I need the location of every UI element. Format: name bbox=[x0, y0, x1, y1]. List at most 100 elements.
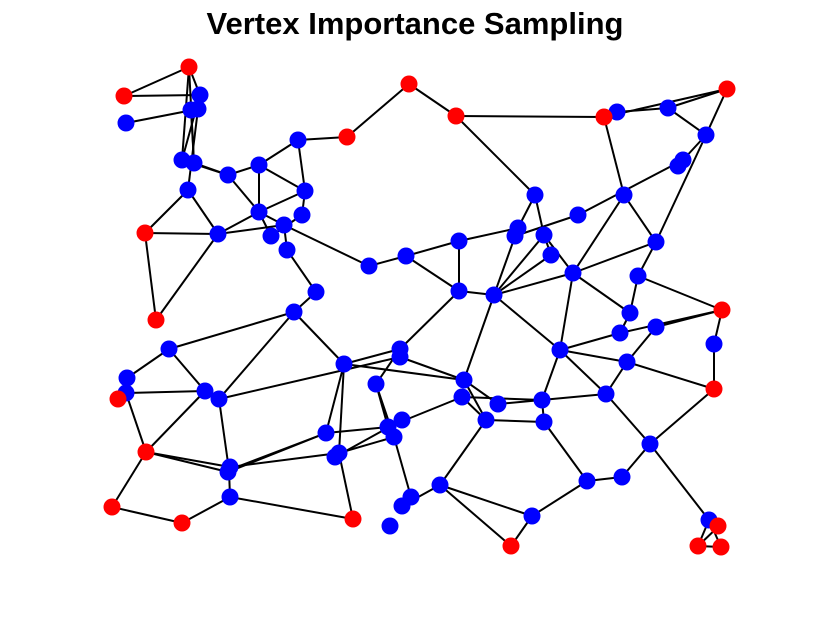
graph-edge bbox=[111, 506, 183, 524]
vertex-blue bbox=[629, 267, 647, 285]
vertex-blue bbox=[391, 348, 409, 366]
graph-edge bbox=[343, 348, 401, 365]
graph-edge bbox=[623, 194, 657, 243]
vertex-blue bbox=[381, 517, 399, 535]
graph-edge bbox=[145, 451, 229, 473]
vertex-blue bbox=[221, 488, 239, 506]
graph-edge bbox=[514, 214, 579, 237]
vertex-blue bbox=[489, 395, 507, 413]
vertex-red bbox=[173, 514, 191, 532]
vertex-blue bbox=[385, 428, 403, 446]
graph-edge bbox=[229, 496, 354, 520]
figure-title: Vertex Importance Sampling bbox=[206, 6, 624, 41]
vertex-blue bbox=[117, 114, 135, 132]
vertex-blue bbox=[450, 282, 468, 300]
graph-edge bbox=[325, 363, 345, 434]
graph-edge bbox=[408, 83, 457, 117]
vertex-blue bbox=[189, 100, 207, 118]
graph-edge bbox=[439, 484, 533, 517]
vertex-blue bbox=[647, 233, 665, 251]
graph-edge bbox=[286, 249, 317, 293]
vertex-blue bbox=[526, 186, 544, 204]
vertex-blue bbox=[608, 103, 626, 121]
vertex-blue bbox=[564, 264, 582, 282]
vertex-red bbox=[502, 537, 520, 555]
graph-edge bbox=[485, 419, 545, 423]
graph-edge bbox=[399, 290, 460, 350]
vertex-blue bbox=[367, 375, 385, 393]
graph-edge bbox=[541, 349, 561, 401]
graph-edge bbox=[393, 436, 412, 498]
vertex-red bbox=[447, 107, 465, 125]
graph-edge bbox=[439, 484, 512, 547]
vertex-blue bbox=[615, 186, 633, 204]
vertex-blue bbox=[118, 369, 136, 387]
vertex-blue bbox=[477, 411, 495, 429]
graph-edge bbox=[399, 356, 465, 381]
vertex-blue bbox=[326, 448, 344, 466]
graph-edge bbox=[123, 66, 190, 97]
graph-edge bbox=[258, 164, 306, 192]
graph-edge bbox=[111, 451, 147, 508]
vertex-blue bbox=[551, 341, 569, 359]
graph-edge bbox=[293, 311, 345, 365]
vertex-blue bbox=[621, 304, 639, 322]
graph-edge bbox=[572, 241, 657, 274]
graph-edge bbox=[655, 134, 707, 243]
vertex-blue bbox=[659, 99, 677, 117]
graph-edge bbox=[493, 254, 552, 296]
graph-edge bbox=[655, 309, 723, 328]
vertex-blue bbox=[397, 247, 415, 265]
vertex-blue bbox=[219, 166, 237, 184]
vertex-blue bbox=[485, 286, 503, 304]
graph-edge bbox=[181, 496, 231, 524]
graph-edge bbox=[572, 194, 625, 274]
graph-edge bbox=[346, 83, 410, 138]
graph-edge bbox=[297, 139, 306, 192]
graph-edge bbox=[559, 332, 621, 351]
graph-edge bbox=[144, 189, 189, 234]
graph-edge bbox=[405, 240, 460, 257]
vertex-blue bbox=[535, 226, 553, 244]
graph-edge bbox=[493, 234, 545, 296]
graph-edge bbox=[603, 116, 625, 196]
vertex-red bbox=[344, 510, 362, 528]
vertex-blue bbox=[506, 227, 524, 245]
graph-edge bbox=[531, 480, 588, 517]
vertex-red bbox=[115, 87, 133, 105]
vertex-blue bbox=[455, 371, 473, 389]
graph-edge bbox=[144, 232, 157, 321]
vertex-blue bbox=[293, 206, 311, 224]
graph-edge bbox=[572, 272, 631, 314]
vertex-blue bbox=[289, 131, 307, 149]
graph-edge bbox=[126, 348, 170, 379]
graph-edge bbox=[439, 419, 487, 486]
vertex-blue bbox=[431, 476, 449, 494]
vertex-blue bbox=[285, 303, 303, 321]
vertex-blue bbox=[275, 216, 293, 234]
vertex-blue bbox=[647, 318, 665, 336]
graph-edge bbox=[649, 388, 715, 445]
graph-edge bbox=[338, 452, 354, 520]
graph-edge bbox=[455, 115, 605, 118]
vertex-red bbox=[147, 311, 165, 329]
vertex-blue bbox=[179, 181, 197, 199]
vertex-blue bbox=[393, 497, 411, 515]
graph-edge bbox=[187, 189, 219, 235]
graph-edge bbox=[605, 393, 651, 445]
vertex-blue bbox=[185, 154, 203, 172]
vertex-blue bbox=[219, 463, 237, 481]
vertex-red bbox=[713, 301, 731, 319]
vertex-blue bbox=[196, 382, 214, 400]
graph-edge bbox=[145, 390, 206, 453]
vertex-blue bbox=[533, 391, 551, 409]
vertex-blue bbox=[450, 232, 468, 250]
graph-edge bbox=[218, 356, 401, 400]
graph-edge bbox=[168, 348, 206, 392]
vertex-blue bbox=[296, 182, 314, 200]
vertex-blue bbox=[523, 507, 541, 525]
graph-edge bbox=[493, 272, 574, 296]
graph-edge bbox=[125, 390, 206, 394]
vertex-red bbox=[180, 58, 198, 76]
